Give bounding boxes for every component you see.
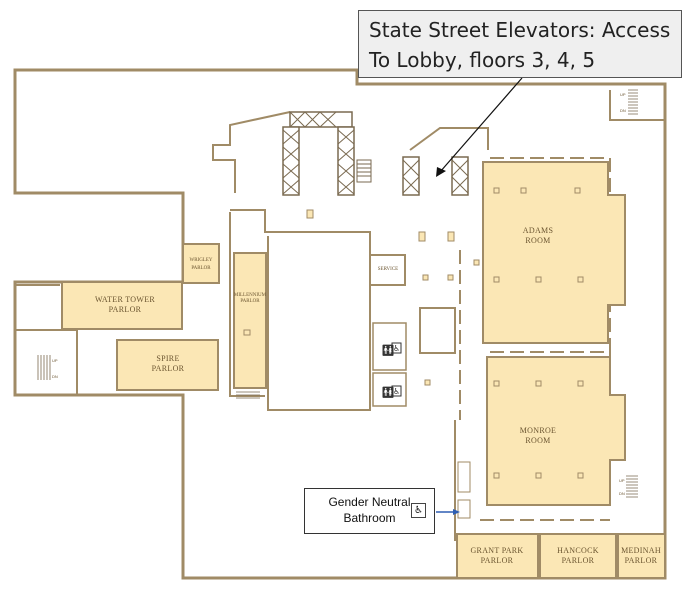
water-tower-parlor-label: WATER TOWER [95,295,155,304]
hancock-parlor [539,533,617,579]
callout-line: To Lobby, floors 3, 4, 5 [369,48,596,72]
monroe-room [486,356,626,506]
note-line: Bathroom [343,511,396,525]
atrium [419,307,456,354]
spire-parlor-label: SPIRE [156,354,179,363]
monroe-room-label: MONROE [520,426,556,435]
adams-room-label: ADAMS [523,226,553,235]
medinah-parlor-label: MEDINAH [621,546,661,555]
gender-neutral-bathroom-note: Gender Neutral Bathroom ♿︎ [304,488,435,534]
wrigley-parlor [182,243,220,284]
grant-park-parlor-label: GRANT PARK [470,546,523,555]
pillars [243,187,584,479]
monroe-room-label: ROOM [525,436,550,445]
service-label: SERVICE [378,267,398,272]
spire-parlor-label: PARLOR [152,364,185,373]
water-tower-parlor [61,281,183,330]
wheelchair-icon: ♿︎ [393,387,400,396]
adams-room-label: ROOM [525,236,550,245]
stair-down-label: DN [619,491,625,496]
restroom-icon: 🚻︎ [381,344,395,357]
wheelchair-icon: ♿︎ [393,344,400,353]
spire-parlor [116,339,219,391]
wrigley-parlor-label: WRIGLEY [189,258,212,263]
restroom-icon: 🚻︎ [381,386,395,399]
elevator-callout: State Street Elevators: Access To Lobby,… [358,10,682,78]
note-line: Gender Neutral [328,495,411,509]
elevator-bank [282,111,469,196]
callout-line: State Street Elevators: Access [369,18,671,42]
stair-down-label: DN [52,374,58,379]
callout-arrow [439,77,523,173]
water-tower-parlor-label: PARLOR [109,305,142,314]
adams-room [482,161,626,344]
stairs [37,89,638,498]
restrooms: 🚻︎ ♿︎ 🚻︎ ♿︎ [372,322,471,519]
medinah-parlor-label: PARLOR [625,556,658,565]
millennium-parlor-label: PARLOR [240,299,260,304]
stair-up-label: UP [619,478,625,483]
hancock-parlor-label: PARLOR [562,556,595,565]
wheelchair-icon: ♿︎ [411,503,426,518]
millennium-parlor-label: MILLENNIUM [234,293,267,298]
hancock-parlor-label: HANCOCK [557,546,599,555]
callout-arrowhead [436,167,446,177]
medinah-parlor [617,533,666,579]
stair-up-label: UP [620,92,626,97]
millennium-parlor [233,252,267,389]
wrigley-parlor-label: PARLOR [191,266,211,271]
grant-park-parlor [456,533,539,579]
stair-down-label: DN [620,108,626,113]
meeting-rooms [61,161,666,579]
grant-park-parlor-label: PARLOR [481,556,514,565]
bathroom-arrowhead [453,509,460,515]
stair-up-label: UP [52,358,58,363]
